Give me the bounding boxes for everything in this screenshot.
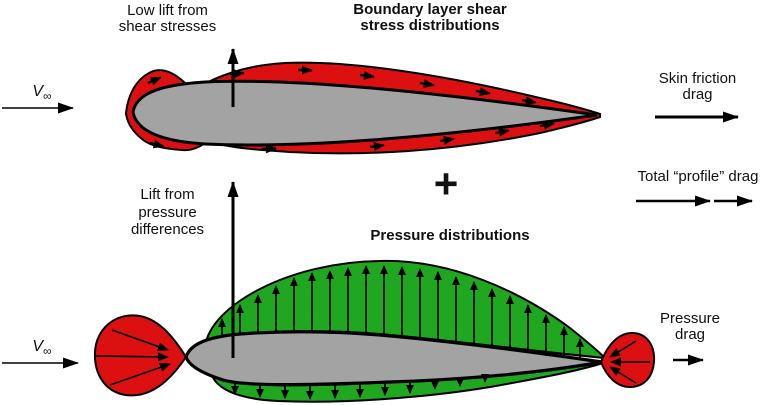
stagnation-blob-nose: [93, 314, 188, 397]
tail-blob-arrows: [609, 340, 650, 384]
v-symbol: V: [32, 338, 44, 355]
total-profile-drag-label: Total “profile” drag: [637, 168, 759, 185]
lift-pressure-label: Lift from pressure differences: [130, 186, 205, 238]
infinity-subscript: ∞: [43, 89, 52, 104]
v-symbol: V: [32, 83, 44, 100]
airfoil-bottom: [184, 330, 603, 387]
pressure-arrows-lower: [231, 374, 489, 400]
plus-sign: +: [433, 160, 459, 207]
pressure-arrows-upper: [218, 265, 584, 360]
infinity-subscript: ∞: [43, 344, 52, 359]
freestream-velocity-label-bottom: V∞: [22, 338, 62, 359]
shear-stress-arrows: [147, 65, 555, 154]
skin-friction-drag-label: Skin friction drag: [658, 70, 737, 103]
freestream-velocity-label-top: V∞: [22, 83, 62, 104]
nose-blob-arrows: [95, 329, 171, 386]
airfoil-top: [131, 79, 598, 147]
pressure-title: Pressure distributions: [370, 227, 530, 244]
top-title: Boundary layer shear stress distribution…: [353, 1, 507, 34]
low-lift-label: Low lift from shear stresses: [118, 2, 217, 35]
pressure-drag-label: Pressure drag: [659, 310, 721, 343]
